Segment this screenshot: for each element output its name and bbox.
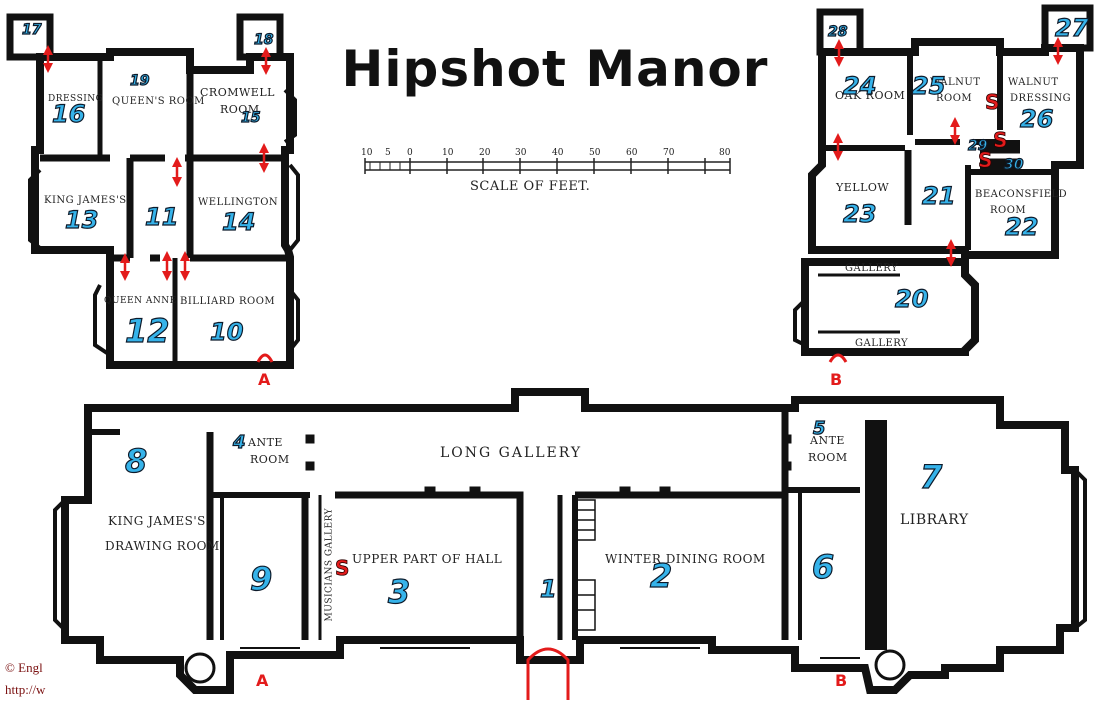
label-ante-5: ANTE bbox=[810, 434, 845, 447]
label-library: LIBRARY bbox=[900, 512, 969, 528]
label-winter-dining: WINTER DINING ROOM bbox=[605, 552, 766, 566]
label-beaconsfield: BEACONSFIELD bbox=[975, 189, 1068, 200]
scale-tick-label: 70 bbox=[663, 148, 675, 158]
room-number: 23 bbox=[842, 199, 877, 228]
label-musicians-gallery: MUSICIANS GALLERY bbox=[324, 507, 335, 622]
entry-marker-b: B bbox=[830, 370, 843, 389]
room-number: 3 bbox=[387, 572, 411, 611]
scale-bar bbox=[364, 158, 731, 174]
label-queen-anne: QUEEN ANNE bbox=[104, 296, 177, 306]
room-number: 17 bbox=[21, 21, 42, 38]
room-number: 21 bbox=[921, 181, 956, 210]
room-number: 15 bbox=[240, 109, 261, 126]
room-number: 25 bbox=[911, 71, 946, 100]
label-beaconsfield-room: ROOM bbox=[990, 205, 1027, 216]
copyright-line: © Engl bbox=[5, 660, 43, 675]
secret-passage-marker: S bbox=[993, 128, 1008, 153]
room-number: 20 bbox=[894, 284, 929, 313]
scale-tick-label: 20 bbox=[479, 148, 491, 158]
room-number: 30 bbox=[1003, 156, 1024, 173]
room-number: 1 bbox=[539, 574, 557, 603]
label-yellow: YELLOW bbox=[836, 181, 890, 194]
label-king-james-drawing: KING JAMES'S bbox=[108, 514, 206, 528]
entry-marker-a: A bbox=[258, 370, 271, 389]
room-number: 19 bbox=[129, 72, 150, 89]
map-title: Hipshot Manor bbox=[341, 40, 769, 98]
label-wellington: WELLINGTON bbox=[198, 197, 279, 208]
room-number: 22 bbox=[1004, 212, 1039, 241]
room-number: 12 bbox=[124, 311, 170, 350]
room-number: 14 bbox=[221, 207, 256, 236]
secret-passage-marker: S bbox=[985, 90, 1000, 115]
room-number: 18 bbox=[253, 31, 274, 48]
scale-tick-label: 10 bbox=[361, 148, 373, 158]
label-long-gallery: LONG GALLERY bbox=[440, 445, 583, 461]
room-number: 4 bbox=[232, 431, 246, 453]
room-number: 7 bbox=[919, 457, 943, 496]
room-number: 10 bbox=[209, 317, 244, 346]
label-gallery-top: GALLERY bbox=[845, 263, 899, 274]
scale-tick-label: 10 bbox=[442, 148, 454, 158]
secret-passage-marker: S bbox=[335, 556, 350, 581]
entry-marker-b-main: B bbox=[835, 671, 848, 690]
room-number: 16 bbox=[51, 99, 86, 128]
east-wing-upper-floor bbox=[793, 4, 1094, 356]
room-number: 24 bbox=[842, 71, 877, 100]
room-number: 8 bbox=[124, 441, 148, 480]
room-number: 29 bbox=[967, 137, 988, 154]
scale-tick-label: 80 bbox=[719, 148, 731, 158]
room-number: 28 bbox=[827, 23, 848, 40]
label-walnut-2: WALNUT bbox=[1008, 77, 1059, 88]
label-oak-room: OAK ROOM bbox=[835, 89, 906, 102]
label-walnut-room: ROOM bbox=[936, 93, 973, 104]
scale-tick-label: 0 bbox=[407, 148, 413, 158]
label-ante-4: ANTE bbox=[248, 436, 283, 449]
copyright-link[interactable]: http://w bbox=[5, 682, 46, 697]
scale-tick-label: 5 bbox=[385, 148, 391, 158]
label-king-james: KING JAMES'S bbox=[44, 195, 127, 206]
room-number: 11 bbox=[144, 202, 179, 231]
room-number: 26 bbox=[1019, 104, 1054, 133]
room-number: 13 bbox=[64, 205, 99, 234]
label-upper-hall: UPPER PART OF HALL bbox=[352, 552, 503, 566]
room-number: 2 bbox=[649, 556, 673, 595]
scale-label: SCALE OF FEET. bbox=[470, 179, 591, 194]
scale-tick-label: 50 bbox=[589, 148, 601, 158]
label-ante-room-4: ROOM bbox=[250, 453, 290, 466]
secret-passage-marker: S bbox=[978, 148, 993, 173]
label-walnut-dressing: DRESSING bbox=[1010, 93, 1072, 104]
door-arrows bbox=[43, 37, 1063, 700]
label-queens-room: QUEEN'S ROOM bbox=[112, 96, 205, 107]
label-drawing-room: DRAWING ROOM bbox=[105, 539, 220, 553]
label-dressing: DRESSING bbox=[48, 94, 104, 104]
room-number: 5 bbox=[812, 417, 826, 439]
scale-tick-label: 30 bbox=[515, 148, 527, 158]
main-floor bbox=[53, 388, 1087, 694]
room-number: 9 bbox=[249, 559, 273, 598]
label-billiard-room: BILLIARD ROOM bbox=[180, 296, 276, 307]
label-gallery-bottom: GALLERY bbox=[855, 338, 909, 349]
room-number: 6 bbox=[811, 547, 835, 586]
scale-tick-label: 60 bbox=[626, 148, 638, 158]
label-cromwell: CROMWELL bbox=[200, 86, 275, 99]
label-walnut: WALNUT bbox=[930, 77, 981, 88]
entry-marker-a-main: A bbox=[256, 671, 269, 690]
label-ante-room-5: ROOM bbox=[808, 451, 848, 464]
scale-tick-label: 40 bbox=[552, 148, 564, 158]
room-number: 27 bbox=[1054, 13, 1089, 42]
label-cromwell-room: ROOM bbox=[220, 103, 260, 116]
